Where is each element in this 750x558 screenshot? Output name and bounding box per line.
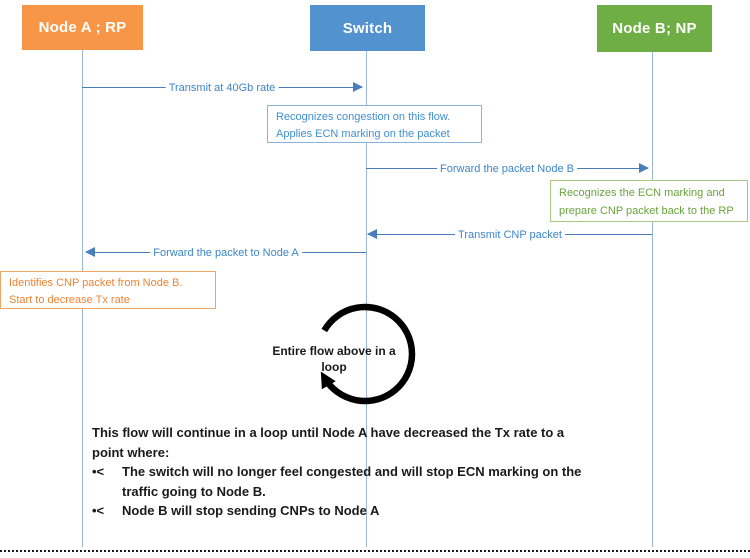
note-line: Recognizes congestion on this flow. [276,111,451,123]
actor-node-a: Node A ; RP [22,5,143,50]
message-label: Transmit CNP packet [455,229,565,241]
arrow-right-icon [639,163,649,173]
lifeline-node-b [652,52,653,547]
actor-switch-label: Switch [342,19,393,37]
summary-bullet: •< Node B will stop sending CNPs to Node… [92,501,637,521]
actor-node-b: Node B; NP [597,5,712,52]
summary-text: This flow will continue in a loop until … [92,423,637,521]
bullet-text: The switch will no longer feel congested… [122,462,581,501]
actor-node-a-label: Node A ; RP [38,19,127,36]
note-switch-congestion: Recognizes congestion on this flow. Appl… [267,105,482,143]
bullet-icon: •< [92,464,105,479]
arrow-left-icon [367,229,377,239]
summary-bullet: •< The switch will no longer feel conges… [92,462,637,501]
actor-node-b-label: Node B; NP [612,20,697,37]
note-line: Recognizes the ECN marking and [559,187,725,199]
lifeline-switch [366,51,367,547]
bullet-line: The switch will no longer feel congested… [122,464,582,479]
arrow-left-icon [85,247,95,257]
arrow-right-icon [353,82,363,92]
bullet-line: Node B will stop sending CNPs to Node A [122,503,380,518]
message-label: Forward the packet to Node A [150,247,302,259]
note-line: Applies ECN marking on the packet [276,128,450,140]
note-line: prepare CNP packet back to the RP [559,205,734,217]
message-label: Transmit at 40Gb rate [165,82,279,94]
summary-intro-line: point where: [92,444,170,460]
note-line: Identifies CNP packet from Node B. [9,277,183,289]
note-node-b-ecn: Recognizes the ECN marking and prepare C… [550,180,748,222]
summary-intro-line: This flow will continue in a loop until … [92,425,565,440]
loop-arrow-icon [320,303,416,405]
bullet-text: Node B will stop sending CNPs to Node A [122,501,379,521]
note-node-a-cnp: Identifies CNP packet from Node B. Start… [0,271,216,309]
bullet-icon: •< [92,503,105,518]
page-bottom-dotted-line [0,550,750,552]
message-label: Forward the packet Node B [437,163,577,175]
actor-switch: Switch [310,5,425,51]
note-line: Start to decrease Tx rate [9,294,130,306]
loop-label: Entire flow above in a loop [272,344,396,374]
bullet-line: traffic going to Node B. [122,483,266,499]
